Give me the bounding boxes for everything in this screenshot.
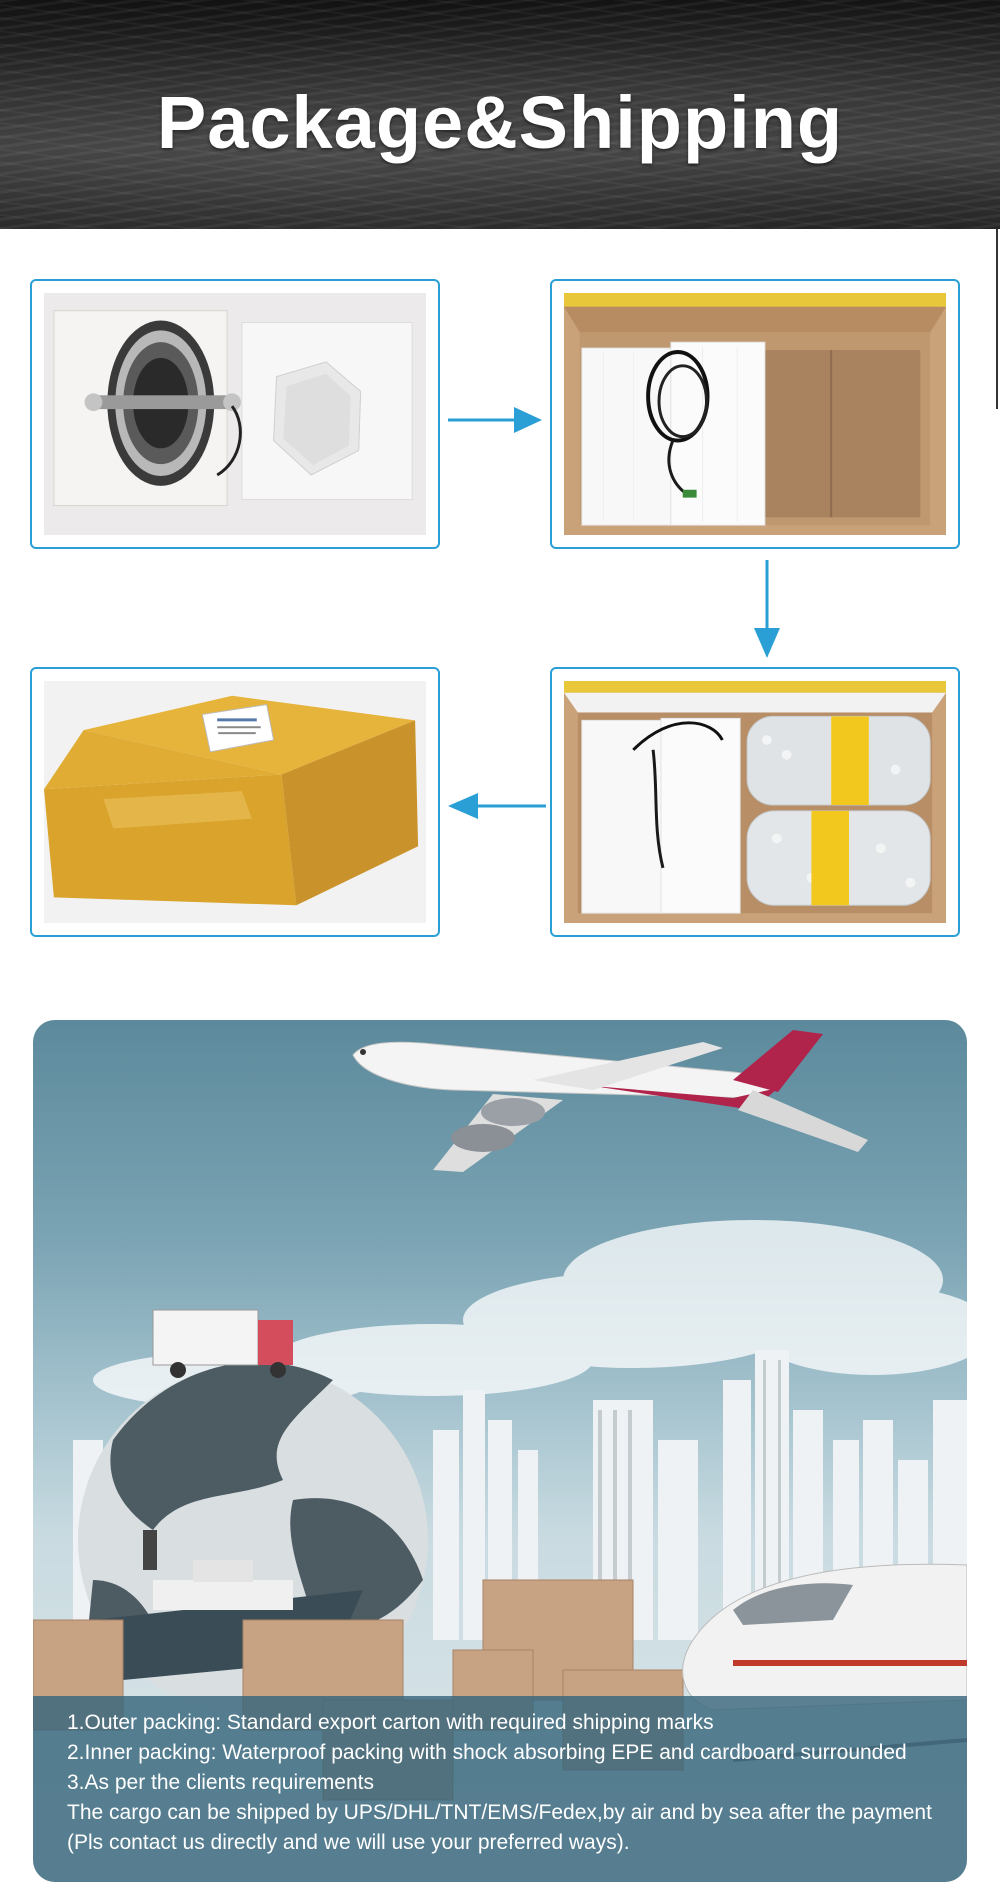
header-banner: Package&Shipping	[0, 0, 1000, 229]
open-carton-photo	[564, 293, 946, 535]
shipping-info-panel: 1.Outer packing: Standard export carton …	[33, 1696, 967, 1882]
arrow-right-icon	[448, 405, 544, 435]
carrier-options-text: The cargo can be shipped by UPS/DHL/TNT/…	[67, 1801, 932, 1824]
contact-note-text: (Pls contact us directly and we will use…	[67, 1831, 630, 1854]
step-frame-open-carton	[550, 279, 960, 549]
airplane-icon	[352, 1030, 868, 1172]
step-frame-packed-carton	[550, 667, 960, 937]
arrow-down-icon	[752, 560, 782, 660]
inner-packing-text: 2.Inner packing: Waterproof packing with…	[67, 1741, 907, 1764]
divider	[996, 229, 998, 409]
truck-icon	[152, 1309, 293, 1378]
outer-packing-text: 1.Outer packing: Standard export carton …	[67, 1711, 714, 1734]
sealed-box-photo	[44, 681, 426, 923]
arrow-left-icon	[446, 791, 546, 821]
shipping-poster: 1.Outer packing: Standard export carton …	[33, 1020, 967, 1882]
client-requirements-text: 3.As per the clients requirements	[67, 1771, 374, 1794]
page-title: Package&Shipping	[156, 81, 844, 164]
step-frame-hub-motor	[30, 279, 440, 549]
step-frame-sealed-box	[30, 667, 440, 937]
hub-motor-foam-photo	[44, 293, 426, 535]
packed-carton-photo	[564, 681, 946, 923]
